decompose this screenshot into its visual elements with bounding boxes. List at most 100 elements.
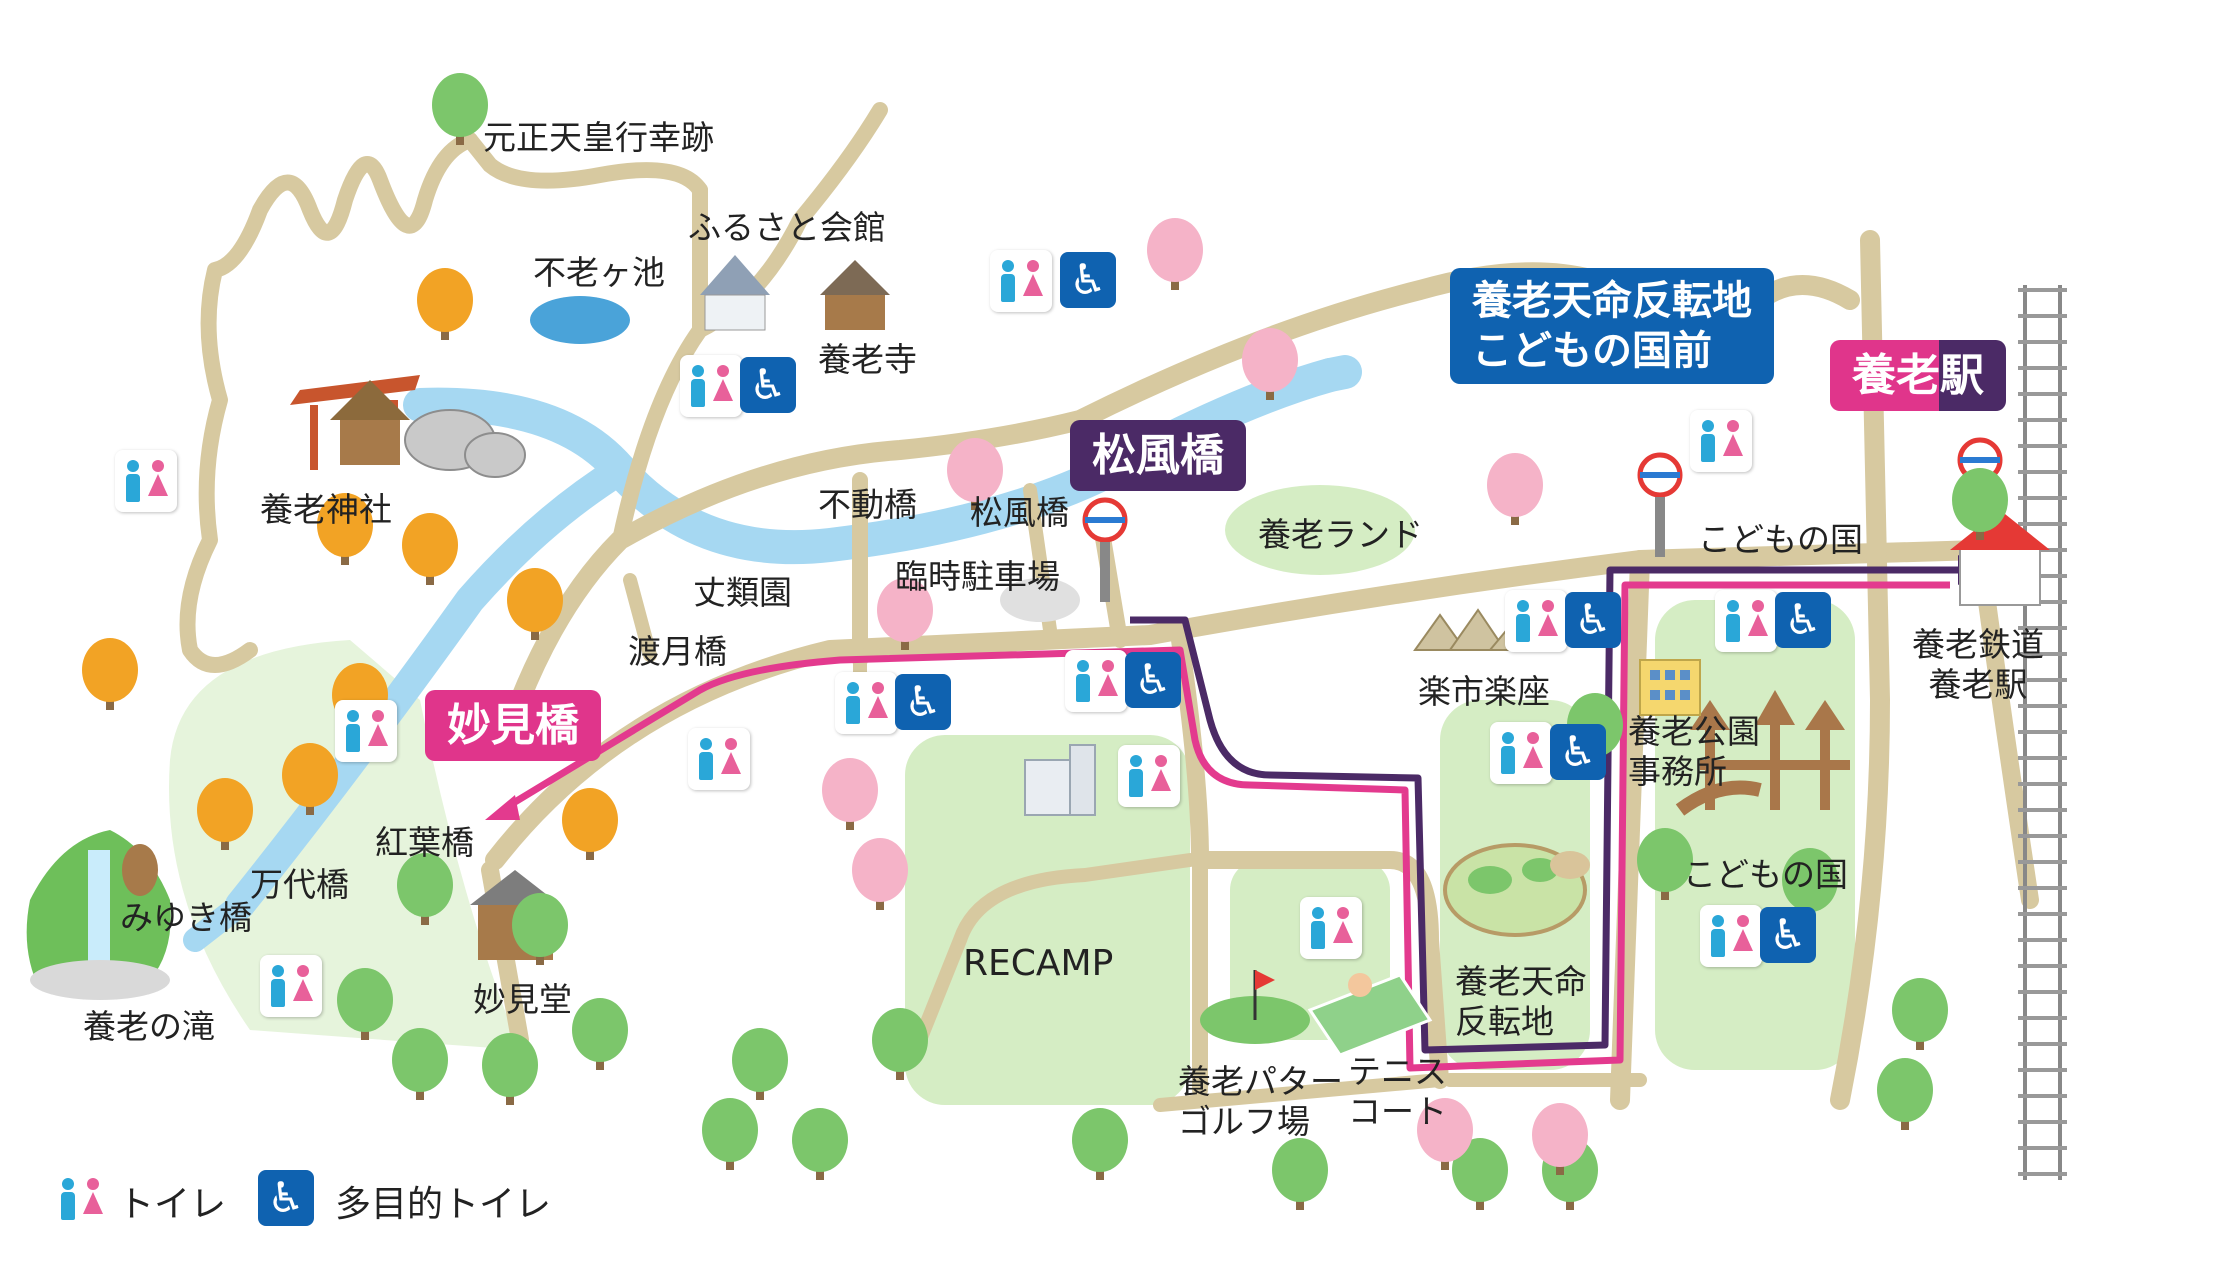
sign-yoro-station: 養老駅 <box>1830 340 2006 411</box>
autumn-tree <box>282 743 338 815</box>
toilet-icon <box>680 355 742 417</box>
label-tenmei: 養老天命 反転地 <box>1455 962 1587 1041</box>
toilet-icon <box>835 672 897 734</box>
label-yoro-station: 養老鉄道 養老駅 <box>1912 625 2044 704</box>
label-mandaibashi: 万代橋 <box>250 865 349 904</box>
temporary-parking <box>1000 578 1080 622</box>
autumn-tree <box>82 638 138 710</box>
legend-accessible-toilet-label: 多目的トイレ <box>335 1184 552 1225</box>
label-myokendo: 妙見堂 <box>473 980 572 1019</box>
tree <box>1952 468 2008 540</box>
tree <box>432 73 488 145</box>
toilet-icon <box>115 450 177 512</box>
route-purple <box>1130 566 1970 1054</box>
tree <box>872 1008 928 1080</box>
toilet-icon <box>1300 897 1362 959</box>
tree <box>1452 1138 1508 1210</box>
toilet-icon <box>1715 590 1777 652</box>
label-gensho: 元正天皇行幸跡 <box>483 118 714 157</box>
toilet-icon <box>1505 590 1567 652</box>
cherry-tree <box>1242 328 1298 400</box>
tree <box>732 1028 788 1100</box>
label-jorui-en: 丈類園 <box>693 573 792 612</box>
label-furogaike: 不老ヶ池 <box>533 253 665 292</box>
cherry-tree <box>947 438 1003 510</box>
label-yoro-jinja: 養老神社 <box>260 490 392 529</box>
putter-golf-course <box>1200 970 1310 1044</box>
tree <box>1272 1138 1328 1210</box>
tree <box>1877 1058 1933 1130</box>
tree <box>512 893 568 965</box>
tree <box>792 1108 848 1180</box>
park-office-building <box>1639 659 1701 716</box>
autumn-tree <box>562 788 618 860</box>
label-putter-golf: 養老パター ゴルフ場 <box>1178 1062 1343 1141</box>
accessible-toilet-icon: ♿ <box>1565 592 1621 648</box>
autumn-tree <box>197 778 253 850</box>
cherry-tree <box>1147 218 1203 290</box>
rock-pile <box>404 409 526 478</box>
route-arrow-myoken <box>485 795 520 820</box>
cherry-tree <box>822 758 878 830</box>
sign-myokenbashi: 妙見橋 <box>425 690 601 761</box>
accessible-toilet-icon: ♿ <box>1550 724 1606 780</box>
sign-tenmei-bus-stop: 養老天命反転地 こどもの国前 <box>1450 268 1774 384</box>
toilet-icon <box>1490 722 1552 784</box>
toilet-icon <box>1700 905 1762 967</box>
accessible-toilet-icon: ♿ <box>1125 652 1181 708</box>
accessible-toilet-icon: ♿ <box>1775 592 1831 648</box>
legend-toilet-icon <box>50 1168 112 1230</box>
cherry-tree <box>877 578 933 650</box>
autumn-tree <box>507 568 563 640</box>
tree <box>337 968 393 1040</box>
toilet-icon <box>1118 745 1180 807</box>
recamp-building <box>1024 744 1096 816</box>
tree <box>397 853 453 925</box>
label-tennis: テニス コート <box>1348 1052 1447 1131</box>
toilet-icon <box>335 700 397 762</box>
cherry-tree <box>1417 1098 1473 1170</box>
waterfall <box>26 830 171 1000</box>
tree <box>702 1098 758 1170</box>
cherry-tree <box>1487 453 1543 525</box>
legend-accessible-toilet-icon: ♿ <box>258 1170 314 1226</box>
label-fudobashi: 不動橋 <box>818 485 917 524</box>
toilet-icon <box>1065 650 1127 712</box>
tree <box>1892 978 1948 1050</box>
label-kodomonokuni-mid: こどもの国 <box>1683 855 1848 894</box>
shrines <box>290 255 890 960</box>
sign-shofubashi: 松風橋 <box>1070 420 1246 491</box>
label-recamp: RECAMP <box>963 943 1114 984</box>
label-kodomonokuni-top: こどもの国 <box>1698 520 1863 559</box>
label-watsukibashi: 渡月橋 <box>628 632 727 671</box>
toilet-icon <box>990 250 1052 312</box>
label-rakuichi: 楽市楽座 <box>1418 672 1550 711</box>
tree <box>1072 1108 1128 1180</box>
toilet-icon <box>688 728 750 790</box>
label-miyukibashi: みゆき橋 <box>120 898 252 937</box>
toilet-icon <box>260 955 322 1017</box>
accessible-toilet-icon: ♿ <box>1760 907 1816 963</box>
label-park-office: 養老公園 事務所 <box>1628 712 1760 791</box>
label-kouyoubashi: 紅葉橋 <box>375 823 474 862</box>
tree <box>482 1033 538 1105</box>
tree <box>392 1028 448 1100</box>
label-shofubashi: 松風橋 <box>970 493 1069 532</box>
label-yoro-land: 養老ランド <box>1258 515 1423 554</box>
cherry-tree <box>852 838 908 910</box>
tennis-court <box>1307 973 1433 1057</box>
accessible-toilet-icon: ♿ <box>740 357 796 413</box>
accessible-toilet-icon: ♿ <box>1060 252 1116 308</box>
label-yoro-falls: 養老の滝 <box>83 1007 215 1046</box>
playground <box>1675 690 1850 816</box>
cherry-tree <box>1532 1103 1588 1175</box>
label-yoroji: 養老寺 <box>818 340 917 379</box>
autumn-tree <box>417 268 473 340</box>
toilet-icon <box>1690 410 1752 472</box>
furogaike-pond <box>530 296 630 344</box>
label-furusato: ふるさと会館 <box>688 208 886 247</box>
label-rinji-parking: 臨時駐車場 <box>895 557 1060 596</box>
railway <box>2018 285 2067 1180</box>
